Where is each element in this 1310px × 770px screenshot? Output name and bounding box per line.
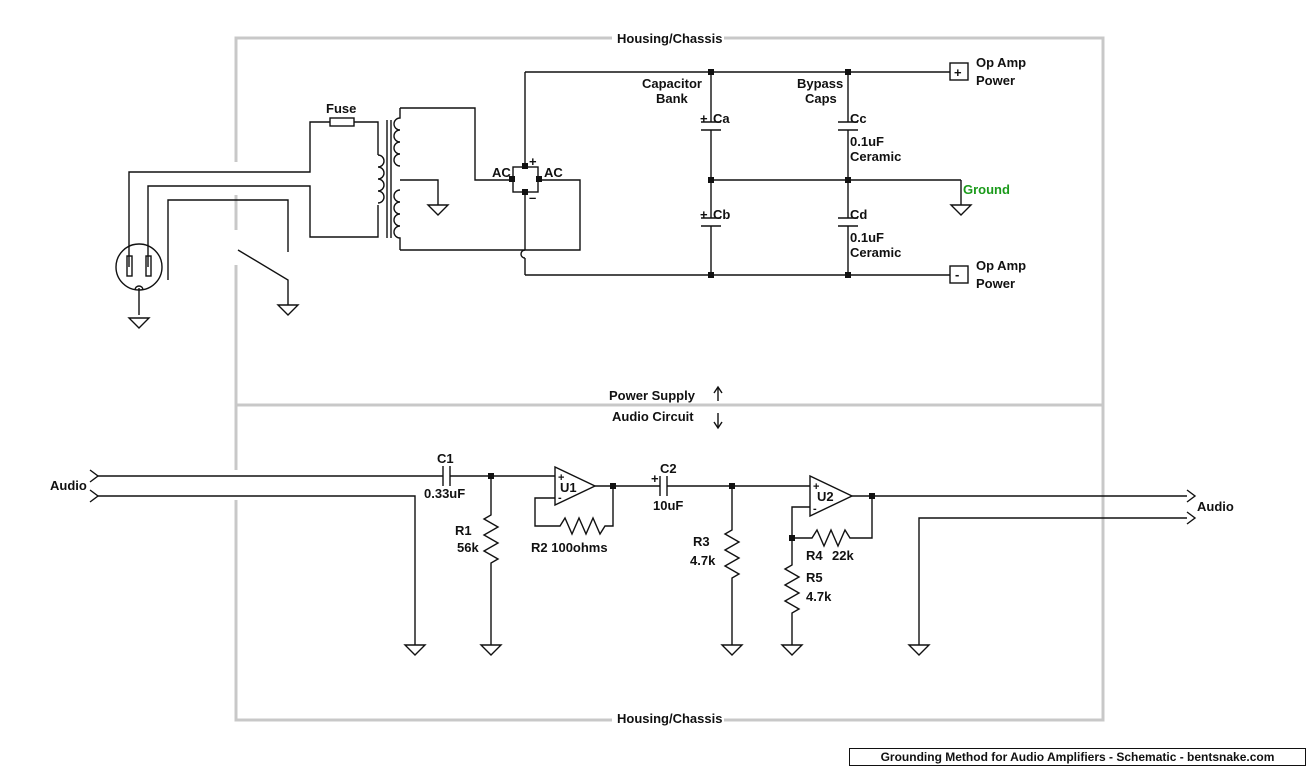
audio-circuit-label: Audio Circuit (612, 409, 694, 424)
chassis-label-top: Housing/Chassis (617, 31, 722, 46)
chassis-outline (234, 36, 1105, 722)
pos-sign: + (954, 65, 962, 80)
wall-outlet-icon (115, 243, 163, 291)
opamp-power-neg-label-2: Power (976, 276, 1015, 291)
ac-left-label: AC (492, 165, 511, 180)
cc-label: Cc (850, 111, 867, 126)
c2-wiring (659, 476, 810, 645)
cd-value-2: Ceramic (850, 245, 901, 260)
u1-minus: - (558, 492, 562, 504)
fuse-label: Fuse (326, 101, 356, 116)
opamp-u1-icon (534, 465, 660, 536)
footer-title: Grounding Method for Audio Amplifiers - … (849, 748, 1306, 766)
u1-plus: + (558, 472, 564, 484)
opamp-power-neg-terminal (949, 265, 969, 284)
r3-value: 4.7k (690, 553, 716, 568)
arrow-up-icon (713, 385, 723, 401)
mains-wiring (128, 117, 379, 315)
audio-input-wiring (89, 466, 555, 645)
opamp-u2-icon (783, 474, 1187, 645)
bridge-rectifier-icon (509, 72, 581, 275)
r1-label: R1 (455, 523, 472, 538)
opamp-power-neg-label-1: Op Amp (976, 258, 1026, 273)
u2-plus: + (813, 481, 819, 493)
r5-value: 4.7k (806, 589, 832, 604)
cd-label: Cd (850, 207, 867, 222)
cc-value-1: 0.1uF (850, 134, 884, 149)
r5-label: R5 (806, 570, 823, 585)
fuse-icon (329, 117, 355, 127)
c2-plus: + (651, 471, 659, 486)
cc-value-2: Ceramic (850, 149, 901, 164)
power-rails (525, 69, 962, 278)
r4-value: 22k (832, 548, 854, 563)
opamp-power-pos-terminal (949, 62, 969, 81)
ca-plus: + (700, 111, 708, 126)
neg-sign: - (955, 267, 959, 282)
capacitor-bank-label-2: Bank (656, 91, 689, 106)
u2-minus: - (813, 503, 817, 515)
cb-plus: + (700, 207, 708, 222)
audio-in-label: Audio (50, 478, 87, 493)
r1-value: 56k (457, 540, 479, 555)
r2-label: R2 100ohms (531, 540, 608, 555)
c1-label: C1 (437, 451, 454, 466)
u2-label: U2 (817, 489, 834, 504)
opamp-power-pos-label-1: Op Amp (976, 55, 1026, 70)
c2-label: C2 (660, 461, 677, 476)
r4-label: R4 (806, 548, 823, 563)
r3-label: R3 (693, 534, 710, 549)
c1-value: 0.33uF (424, 486, 465, 501)
c2-value: 10uF (653, 498, 683, 513)
arrow-down-icon (713, 413, 723, 430)
u1-label: U1 (560, 480, 577, 495)
bridge-plus-label: + (529, 154, 537, 169)
transformer-icon (377, 107, 523, 251)
power-supply-label: Power Supply (609, 388, 696, 403)
opamp-power-pos-label-2: Power (976, 73, 1015, 88)
cd-value-1: 0.1uF (850, 230, 884, 245)
bypass-caps-label-2: Caps (805, 91, 837, 106)
ac-right-label: AC (544, 165, 563, 180)
audio-out-label: Audio (1197, 499, 1234, 514)
ground-label: Ground (963, 182, 1010, 197)
capacitor-icons (701, 121, 858, 227)
bridge-minus-label: – (529, 190, 536, 205)
capacitor-bank-label-1: Capacitor (642, 76, 702, 91)
chassis-label-bottom: Housing/Chassis (617, 711, 722, 726)
ground-icons (127, 204, 973, 656)
cb-label: Cb (713, 207, 730, 222)
bypass-caps-label-1: Bypass (797, 76, 843, 91)
audio-output-wiring (918, 489, 1197, 645)
ca-label: Ca (713, 111, 730, 126)
